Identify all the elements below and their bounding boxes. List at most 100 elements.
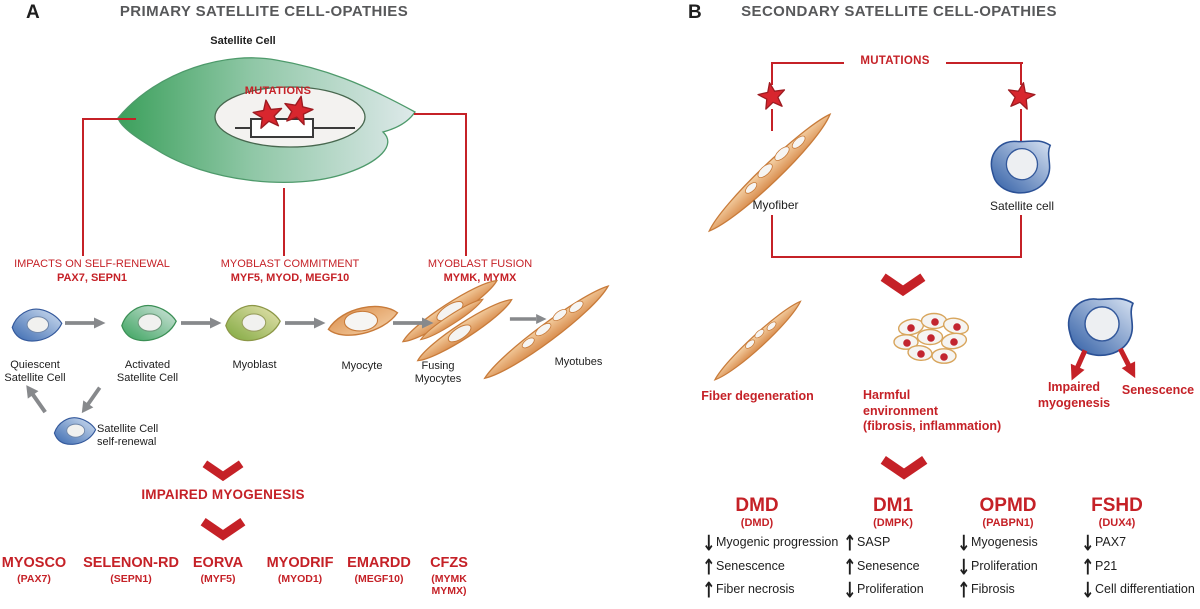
red-arrow-down-icon xyxy=(1063,345,1093,385)
disease-name: CFZS xyxy=(430,555,468,571)
up-arrow-icon: ↑ xyxy=(843,553,857,580)
branch-genes: MYMK, MYMX xyxy=(443,271,517,284)
branch-title: IMPACTS ON SELF-RENEWAL xyxy=(14,258,170,270)
disease-dmd-effects: ↓ Myogenic progression ↑ Senescence ↑ Fi… xyxy=(702,532,852,604)
arrow-right-icon xyxy=(64,317,106,329)
disease-cfzs: CFZS (MYMK MYMX) xyxy=(399,555,499,597)
connector-line xyxy=(771,109,773,131)
connector-line xyxy=(283,188,285,256)
disease-dmd-header: DMD (DMD) xyxy=(702,496,812,530)
disease-gene: (DMPK) xyxy=(873,517,913,529)
effect-text: Myogenic progression xyxy=(716,535,839,549)
stage-label-activated: Activated Satellite Cell xyxy=(116,359,179,384)
connector-line xyxy=(465,113,467,256)
satellite-cell-caption: Satellite Cell xyxy=(210,35,276,47)
disease-name: EMARDD xyxy=(347,555,411,571)
degenerated-fiber-icon xyxy=(706,293,810,390)
self-renewal-cell-icon xyxy=(53,414,97,448)
fiber-degeneration-label: Fiber degeneration xyxy=(701,389,814,403)
disease-emardd: EMARDD (MEGF10) xyxy=(329,555,429,586)
effect-row: ↑ Fibrosis xyxy=(957,579,1067,604)
panel-a-label: A xyxy=(26,2,40,23)
disease-name: DM1 xyxy=(872,495,914,516)
harmful-environment-label: Harmful environment (fibrosis, inflammat… xyxy=(863,388,1002,433)
disease-genes: (MEGF10) xyxy=(354,573,404,585)
chevron-down-icon xyxy=(200,517,246,541)
connector-line xyxy=(771,256,1022,258)
mutations-label: MUTATIONS xyxy=(244,85,312,97)
connector-line xyxy=(1020,215,1022,258)
mutations-label: MUTATIONS xyxy=(860,55,930,67)
disease-genes: (MYOD1) xyxy=(277,573,323,585)
panel-b-label: B xyxy=(688,2,702,23)
branch-genes: MYF5, MYOD, MEGF10 xyxy=(230,271,350,284)
stage-label-fusing: Fusing Myocytes xyxy=(414,360,462,385)
disease-name: MYOSCO xyxy=(1,555,67,571)
disease-myosco: MYOSCO (PAX7) xyxy=(0,555,84,586)
disease-opmd-effects: ↓ Myogenesis ↓ Proliferation ↑ Fibrosis xyxy=(957,532,1067,604)
connector-line xyxy=(1020,109,1022,141)
arrow-right-icon xyxy=(392,317,434,329)
effect-row: ↓ Cell differentiation xyxy=(1081,579,1200,604)
self-renewal-label: Satellite Cell self-renewal xyxy=(97,423,159,448)
panel-a-title: PRIMARY SATELLITE CELL-OPATHIES xyxy=(119,3,409,20)
disease-name: EORVA xyxy=(192,555,244,571)
arrow-right-icon xyxy=(180,317,222,329)
down-arrow-icon: ↓ xyxy=(843,577,857,603)
connector-line xyxy=(771,215,773,258)
effect-text: SASP xyxy=(857,535,891,549)
mutation-star-icon xyxy=(284,95,314,126)
disease-eorva: EORVA (MYF5) xyxy=(168,555,268,586)
cell-cluster-icon xyxy=(893,307,974,369)
effect-text: P21 xyxy=(1095,558,1118,573)
connector-line xyxy=(946,62,1023,64)
satellite-cell-icon xyxy=(988,136,1054,198)
disease-name: MYODRIF xyxy=(266,555,334,571)
stage-label-myotubes: Myotubes xyxy=(554,356,603,368)
activated-cell-icon xyxy=(120,302,178,344)
effect-row: ↓ Myogenesis xyxy=(957,532,1067,557)
effect-row: ↓ Proliferation xyxy=(957,553,1067,581)
connector-line xyxy=(1020,62,1022,85)
up-arrow-icon: ↑ xyxy=(702,553,716,580)
effect-text: Proliferation xyxy=(971,558,1038,573)
connector-line xyxy=(82,118,84,256)
effect-text: Cell differentiation xyxy=(1095,582,1195,596)
stage-label-myocyte: Myocyte xyxy=(341,360,383,372)
effect-row: ↓ Proliferation xyxy=(843,577,953,604)
disease-genes: (MYF5) xyxy=(200,573,236,585)
effect-row: ↓ PAX7 xyxy=(1081,532,1200,557)
connector-line xyxy=(414,113,467,115)
mutation-star-icon xyxy=(757,81,787,112)
disease-myodrif: MYODRIF (MYOD1) xyxy=(250,555,350,586)
arrow-right-icon xyxy=(284,317,326,329)
disease-name: OPMD xyxy=(979,495,1037,516)
disease-fshd-effects: ↓ PAX7 ↑ P21 ↓ Cell differentiation xyxy=(1081,532,1200,604)
disease-opmd-header: OPMD (PABPN1) xyxy=(953,496,1063,530)
disease-name: FSHD xyxy=(1091,495,1143,516)
chevron-down-icon xyxy=(880,273,926,297)
disease-name: SELENON-RD xyxy=(83,555,179,571)
stage-label-quiescent: Quiescent Satellite Cell xyxy=(4,359,66,384)
up-arrow-icon: ↑ xyxy=(843,530,857,556)
red-arrow-down-icon xyxy=(1112,343,1143,383)
satellite-cell-icon xyxy=(1062,294,1140,360)
effect-row: ↑ SASP xyxy=(843,530,953,557)
branch-genes: PAX7, SEPN1 xyxy=(56,271,128,284)
branch-self-renewal: IMPACTS ON SELF-RENEWAL PAX7, SEPN1 xyxy=(2,258,182,285)
up-arrow-icon: ↑ xyxy=(1081,553,1095,580)
branch-fusion: MYOBLAST FUSION MYMK, MYMX xyxy=(390,258,570,285)
down-arrow-icon: ↓ xyxy=(957,553,971,580)
arrow-right-icon xyxy=(509,313,547,325)
effect-row: ↑ Senesence xyxy=(843,553,953,581)
effect-row: ↑ P21 xyxy=(1081,553,1200,581)
up-arrow-icon: ↑ xyxy=(702,577,716,603)
branch-title: MYOBLAST FUSION xyxy=(427,258,533,270)
quiescent-cell-icon xyxy=(10,306,64,344)
disease-gene: (PABPN1) xyxy=(982,517,1034,529)
mutation-star-icon xyxy=(252,99,283,129)
arrow-up-left-icon xyxy=(19,380,53,419)
arrow-down-left-icon xyxy=(75,381,108,418)
branch-title: MYOBLAST COMMITMENT xyxy=(220,258,360,270)
disease-dm1-header: DM1 (DMPK) xyxy=(838,496,948,530)
